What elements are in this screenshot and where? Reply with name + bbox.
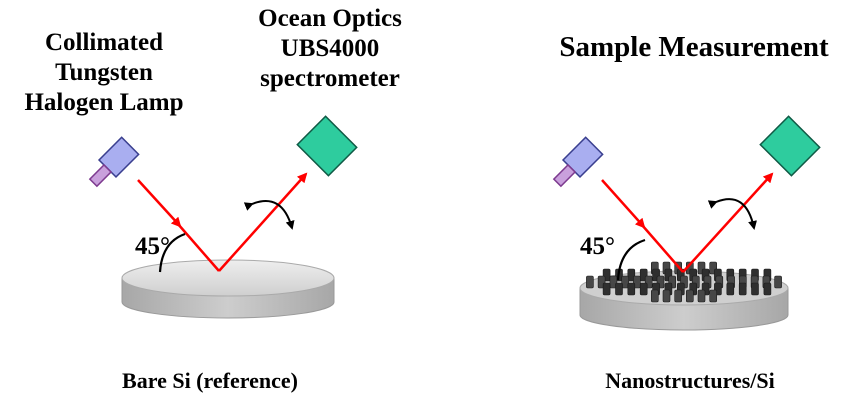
left-angle-label: 45°: [135, 233, 170, 260]
right-lamp-icon: [552, 136, 604, 188]
nanopillar: [763, 282, 772, 296]
nanopillar: [685, 289, 694, 303]
right-angle-label: 45°: [580, 233, 615, 260]
left-rotate-arrow: [243, 200, 295, 230]
spectrometer-label-line-1: Ocean Optics: [258, 5, 402, 32]
nanopillar: [774, 275, 782, 289]
left-angle-arc: [158, 232, 186, 273]
bare-si-caption: Bare Si (reference): [122, 368, 298, 393]
spectrometer-label-line-2: UBS4000: [280, 35, 380, 62]
nanopillar: [726, 282, 735, 296]
nanopillar: [621, 275, 630, 289]
right-rotate-arrow: [707, 198, 757, 230]
nanopillar: [639, 282, 648, 296]
nanopillar: [709, 289, 718, 303]
nanopillar: [662, 289, 671, 303]
nanopillar: [650, 289, 659, 303]
nanopillar: [738, 282, 747, 296]
nanopillar: [615, 282, 623, 296]
nanopillar: [627, 282, 636, 296]
lamp-label-line-1: Collimated: [44, 29, 164, 56]
nanopillar: [751, 282, 759, 296]
left-lamp-icon: [88, 136, 140, 188]
left-substrate: [121, 259, 335, 319]
nanopillar: [627, 268, 636, 282]
nanopillar: [697, 289, 706, 303]
left-spectrometer-icon: [296, 115, 358, 177]
right-angle-arc: [616, 238, 646, 281]
sample-measurement-title: Sample Measurement: [559, 31, 829, 63]
nanopillar: [609, 275, 618, 289]
nanopillar: [674, 289, 683, 303]
nanopillar: [586, 275, 594, 289]
lamp-label-line-3: Halogen Lamp: [24, 89, 184, 116]
nanopillar: [602, 282, 611, 296]
lamp-label-line-2: Tungsten: [55, 59, 153, 86]
nanopillar: [633, 275, 641, 289]
spectrometer-label-line-3: spectrometer: [260, 65, 400, 92]
right-spectrometer-icon: [759, 115, 821, 177]
right-nanostructures: [586, 261, 782, 303]
nanostructures-caption: Nanostructures/Si: [605, 368, 775, 393]
